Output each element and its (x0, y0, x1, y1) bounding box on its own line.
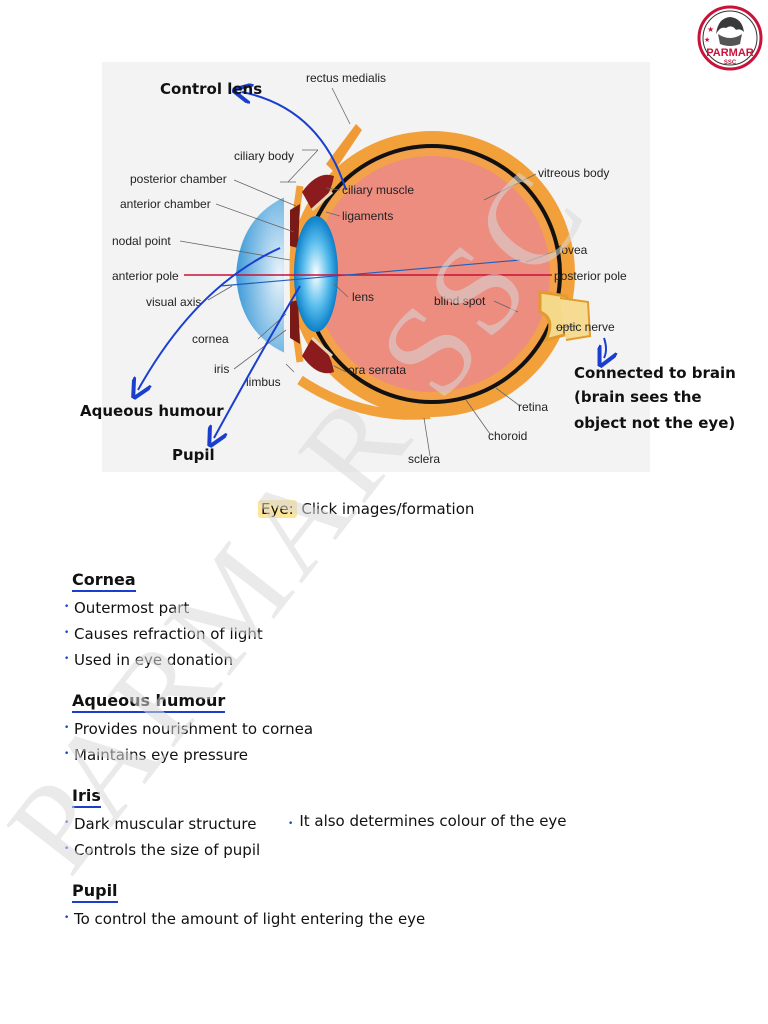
label-limbus: limbus (246, 375, 281, 389)
note-aqueous-humour: Aqueous humour (80, 402, 224, 420)
iris-notes: Iris Dark muscular structure Controls th… (64, 786, 746, 863)
note-connected-line2: (brain sees the (574, 388, 702, 406)
svg-text:★: ★ (707, 25, 714, 34)
parmar-ssc-logo: ★ ★ PARMAR SSC (697, 5, 763, 71)
label-lens: lens (352, 290, 374, 304)
label-anterior-chamber: anterior chamber (120, 197, 211, 211)
ciliary-muscle-top (302, 174, 334, 210)
label-blind-spot: blind spot (434, 294, 486, 308)
list-item: Controls the size of pupil (64, 836, 746, 863)
iris-extra-note: It also determines colour of the eye (288, 812, 566, 830)
caption-highlight: Eye: (258, 500, 297, 518)
aqueous-humour-notes: Aqueous humour Provides nourishment to c… (64, 691, 746, 768)
logo-subtext: SSC (724, 60, 737, 66)
label-posterior-pole: posterior pole (554, 269, 627, 283)
cornea-list: Outermost part Causes refraction of ligh… (64, 594, 746, 673)
arrow-control-lens (242, 92, 347, 191)
list-item: Provides nourishment to cornea (64, 715, 746, 742)
list-item: Maintains eye pressure (64, 741, 746, 768)
label-vitreous-body: vitreous body (538, 166, 609, 180)
visual-axis-line (219, 259, 521, 287)
arrow-connected-brain (604, 337, 606, 358)
label-iris: iris (214, 362, 229, 376)
label-choroid: choroid (488, 429, 527, 443)
list-item: To control the amount of light entering … (64, 905, 746, 932)
cornea-notes: Cornea Outermost part Causes refraction … (64, 570, 746, 673)
label-fovea: fovea (558, 243, 588, 257)
list-item: Outermost part (64, 594, 746, 621)
label-ora-serrata: ora serrata (348, 363, 406, 377)
list-item: Used in eye donation (64, 646, 746, 673)
note-connected-line1: Connected to brain (574, 364, 736, 382)
iris-list: Dark muscular structure Controls the siz… (64, 810, 746, 863)
label-rectus-medialis: rectus medialis (306, 71, 386, 85)
iris-bottom (290, 300, 300, 344)
aqueous-humour-list: Provides nourishment to cornea Maintains… (64, 715, 746, 768)
label-cornea: cornea (192, 332, 229, 346)
note-pupil: Pupil (172, 446, 215, 464)
iris-top (290, 204, 300, 248)
pupil-notes: Pupil To control the amount of light ent… (64, 881, 746, 932)
eye-diagram: rectus medialis ciliary body posterior c… (80, 62, 736, 472)
note-control-lens: Control lens (160, 80, 262, 98)
caption-text: Click images/formation (296, 500, 475, 518)
rectus-medialis-shape (326, 124, 362, 172)
label-retina: retina (518, 400, 548, 414)
aqueous-humour-heading: Aqueous humour (72, 691, 226, 713)
diagram-caption: Eye: Click images/formation (258, 500, 474, 518)
note-connected-line3: object not the eye) (574, 414, 735, 432)
notes-section: Cornea Outermost part Causes refraction … (64, 570, 746, 950)
pupil-heading: Pupil (72, 881, 118, 903)
list-item: Dark muscular structure (64, 810, 746, 837)
list-item: Causes refraction of light (64, 620, 746, 647)
arrow-pupil (214, 285, 301, 438)
logo-text: PARMAR (706, 47, 754, 59)
arrow-aqueous-humour (138, 247, 281, 390)
label-sclera: sclera (408, 452, 440, 466)
pupil-list: To control the amount of light entering … (64, 905, 746, 932)
lens-shape (294, 216, 338, 332)
svg-text:★: ★ (704, 36, 710, 44)
vitreous-body-shape (314, 156, 550, 392)
label-posterior-chamber: posterior chamber (130, 172, 227, 186)
label-anterior-pole: anterior pole (112, 269, 179, 283)
label-ciliary-muscle: ciliary muscle (342, 183, 414, 197)
label-visual-axis: visual axis (146, 295, 201, 309)
label-ligaments: ligaments (342, 209, 393, 223)
iris-heading: Iris (72, 786, 101, 808)
ciliary-muscle-bottom (302, 338, 334, 374)
label-nodal-point: nodal point (112, 234, 171, 248)
cornea-heading: Cornea (72, 570, 136, 592)
label-optic-nerve: optic nerve (556, 320, 615, 334)
label-ciliary-body: ciliary body (234, 149, 294, 163)
